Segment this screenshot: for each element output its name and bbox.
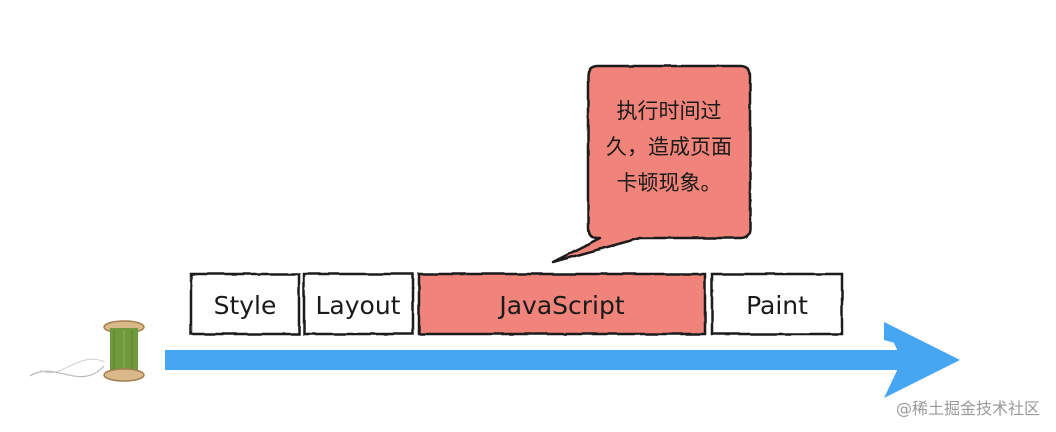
thread-spool-icon	[29, 320, 145, 382]
task-paint-label: Paint	[746, 291, 808, 320]
task-javascript: JavaScript	[417, 272, 707, 336]
callout-bubble: 执行时间过 久，造成页面 卡顿现象。	[551, 64, 752, 264]
callout-line-3: 卡顿现象。	[617, 171, 722, 195]
task-style: Style	[189, 272, 301, 336]
timeline-arrow-icon	[165, 322, 960, 398]
watermark: @稀土掘金技术社区	[896, 399, 1040, 418]
task-style-label: Style	[214, 291, 277, 320]
task-layout-label: Layout	[316, 291, 401, 320]
task-javascript-label: JavaScript	[497, 291, 625, 320]
callout-line-2: 久，造成页面	[606, 135, 732, 159]
callout-line-1: 执行时间过	[617, 99, 722, 123]
task-paint: Paint	[710, 272, 844, 336]
task-layout: Layout	[302, 272, 415, 336]
